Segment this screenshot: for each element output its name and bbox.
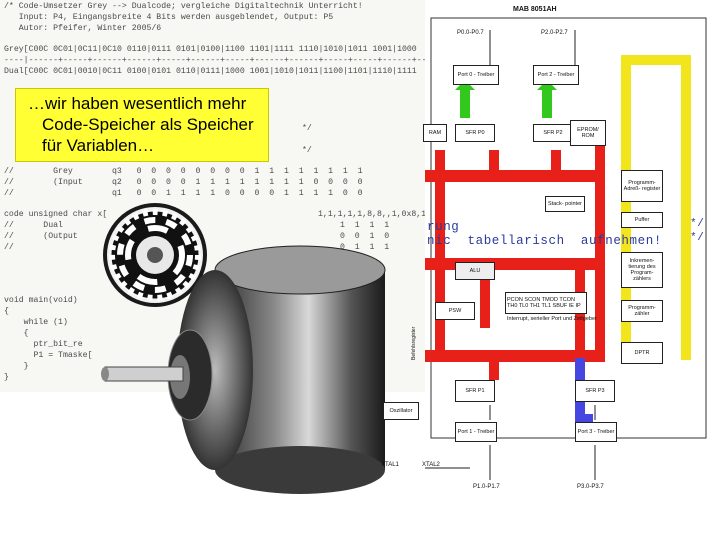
dptr-block: DPTR (621, 342, 663, 364)
buffer-block: Puffer (621, 212, 663, 228)
encoder-body (101, 245, 386, 494)
code-line: Dual[C00C 0C01|0010|0C11 0100|0101 0110|… (4, 67, 417, 76)
port1-driver: Port 1 - Treiber (455, 422, 497, 442)
port3-driver: Port 3 - Treiber (575, 422, 617, 442)
code-table-values: q2 0 0 0 0 1 1 1 1 1 1 1 1 0 0 0 0 (112, 178, 363, 187)
alu-block: ALU (455, 262, 495, 280)
code-line: // (Output (4, 232, 78, 241)
code-disc (103, 203, 207, 307)
code-line: { (4, 329, 29, 338)
overlay-comment-1: rung (427, 220, 460, 234)
code-line-tail: 1,1,1,1,1,8,8,,1,0x8,15}; (318, 210, 430, 219)
callout-line-1: …wir haben wesentlich mehr (28, 94, 247, 113)
code-line: // Grey (4, 167, 73, 176)
code-line: Autor: Pfeifer, Winter 2005/6 (4, 24, 162, 33)
psw-block: PSW (435, 302, 475, 320)
pc-increment-block: Inkremen- tierung des Program- zählers (621, 252, 663, 288)
instruction-register-label: Befehlsregister (411, 326, 417, 360)
overlay-mark: */ (690, 232, 705, 244)
stack-pointer-block: Stack- pointer (545, 196, 585, 212)
port2-driver: Port 2 - Treiber (533, 65, 579, 85)
code-line: void main(void) (4, 296, 78, 305)
overlay-comment-2: nic tabellarisch aufnehmen! (427, 234, 662, 248)
code-line: Grey[C00C 0C01|0C11|0C10 0110|0111 0101|… (4, 45, 417, 54)
program-counter-block: Programm- zähler (621, 300, 663, 322)
sfr-p1-block: SFR P1 (455, 380, 495, 402)
xtal1-label: XTAL1 (381, 462, 399, 468)
code-comment-end: */ (302, 124, 312, 133)
callout-line-3: für Variablen… (42, 136, 155, 155)
xtal2-label: XTAL2 (422, 462, 440, 468)
code-line: ----|------+-----+------+------+-----+--… (4, 56, 430, 65)
eprom-block: EPROM/ ROM (570, 120, 606, 146)
timer-registers: PCON SCON TMOD TCON TH0 TL0 TH1 TL1 SBUF… (505, 292, 587, 314)
code-line: // Dual (4, 221, 63, 230)
sfr-p3-block: SFR P3 (575, 380, 615, 402)
code-line: Input: P4, Eingangsbreite 4 Bits werden … (4, 13, 334, 22)
code-table-values: q3 0 0 0 0 0 0 0 0 1 1 1 1 1 1 1 1 (112, 167, 363, 176)
code-line: } (4, 373, 9, 382)
port-p2-label: P2.0-P2.7 (541, 30, 568, 36)
code-table-values: 0 0 1 0 (340, 232, 390, 241)
code-comment-end: */ (302, 146, 312, 155)
code-line: while (1) (4, 318, 68, 327)
block-diagram-8051: MAB 8051AH P0.0-P0.7 (381, 0, 720, 540)
program-address-register: Programm- Adreß- register (621, 170, 663, 202)
code-line: } (4, 362, 29, 371)
code-line: /* Code-Umsetzer Grey --> Dualcode; verg… (4, 2, 363, 11)
port-p0-label: P0.0-P0.7 (457, 30, 484, 36)
callout-box: …wir haben wesentlich mehr Code-Speicher… (15, 88, 269, 162)
ram-block: RAM (423, 124, 447, 142)
callout-line-2: Code-Speicher als Speicher (42, 115, 254, 134)
code-line: // (4, 243, 14, 252)
code-line: { (4, 307, 9, 316)
code-line: // (Input (4, 178, 83, 187)
code-line: // (4, 189, 14, 198)
code-table-values: 0 1 1 1 (340, 243, 390, 252)
diagram-title: MAB 8051AH (513, 6, 557, 13)
overlay-mark: */ (690, 218, 705, 230)
port-p3-label: P3.0-P3.7 (577, 484, 604, 490)
code-table-values: 1 1 1 1 (340, 221, 390, 230)
code-line: P1 = Tmaske[ (4, 351, 93, 360)
port-p1-label: P1.0-P1.7 (473, 484, 500, 490)
code-line: code unsigned char x[ (4, 210, 108, 219)
oscillator-block: Oszillator (383, 402, 419, 420)
sfr-p2-block: SFR P2 (533, 124, 573, 142)
interrupt-caption: Interrupt, serieller Port und Zeitgeber (507, 316, 597, 322)
port0-driver: Port 0 - Treiber (453, 65, 499, 85)
code-line: ptr_bit_re (4, 340, 83, 349)
code-table-values: q1 0 0 1 1 1 1 0 0 0 0 1 1 1 1 0 0 (112, 189, 363, 198)
sfr-p0-block: SFR P0 (455, 124, 495, 142)
rotary-encoder-photo (101, 203, 386, 494)
